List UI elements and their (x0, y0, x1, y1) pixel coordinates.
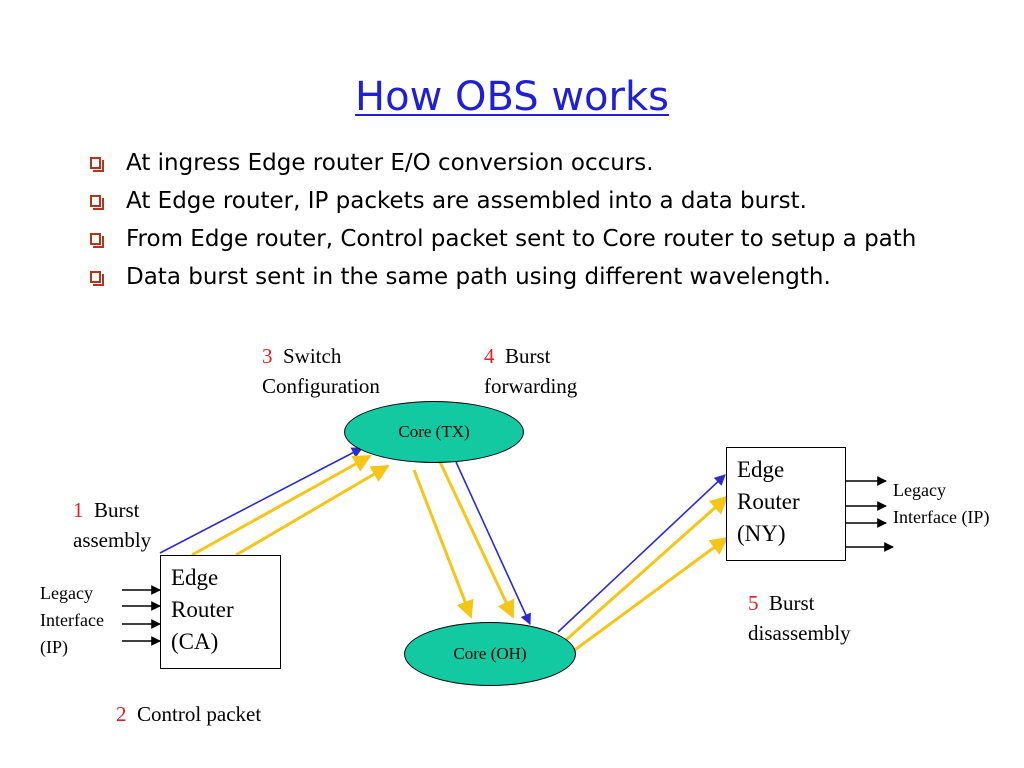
square-bullet-icon (90, 157, 104, 172)
core-router-oh: Core (OH) (404, 622, 576, 686)
legacy-interface-right: Legacy Interface (IP) (893, 480, 990, 527)
step-3-label: 3 Switch Configuration (262, 344, 380, 398)
burst-arrow-oh-ny (571, 536, 729, 654)
edge-router-ny: Edge Router (NY) (726, 447, 846, 561)
burst-arrow-tx-oh (412, 469, 474, 619)
step-1-label: 1 Burst assembly (73, 498, 152, 552)
control-arrow-ca-tx (159, 447, 363, 554)
slide-title: How OBS works (355, 74, 669, 120)
control-arrow-oh-ny (557, 474, 726, 633)
burst-arrow-ca-tx (235, 464, 390, 557)
bullet-item: At ingress Edge router E/O conversion oc… (88, 148, 988, 178)
burst-arrow-oh-ny (565, 495, 729, 642)
bullet-item: From Edge router, Control packet sent to… (88, 224, 988, 254)
bullet-list: At ingress Edge router E/O conversion oc… (88, 148, 988, 300)
burst-arrow-ca-tx (191, 454, 372, 557)
core-router-tx: Core (TX) (344, 401, 524, 463)
bullet-item: Data burst sent in the same path using d… (88, 262, 988, 292)
square-bullet-icon (90, 271, 104, 286)
step-2-label: 2 Control packet (116, 702, 262, 726)
square-bullet-icon (90, 233, 104, 248)
edge-router-ca: Edge Router (CA) (160, 555, 281, 669)
burst-arrow-tx-oh (438, 461, 515, 619)
control-arrow-tx-oh (455, 461, 531, 626)
square-bullet-icon (90, 195, 104, 210)
bullet-item: At Edge router, IP packets are assembled… (88, 186, 988, 216)
step-4-label: 4 Burst forwarding (484, 344, 578, 398)
legacy-interface-left: Legacy Interface (IP) (40, 583, 104, 657)
step-5-label: 5 Burst disassembly (748, 591, 851, 645)
